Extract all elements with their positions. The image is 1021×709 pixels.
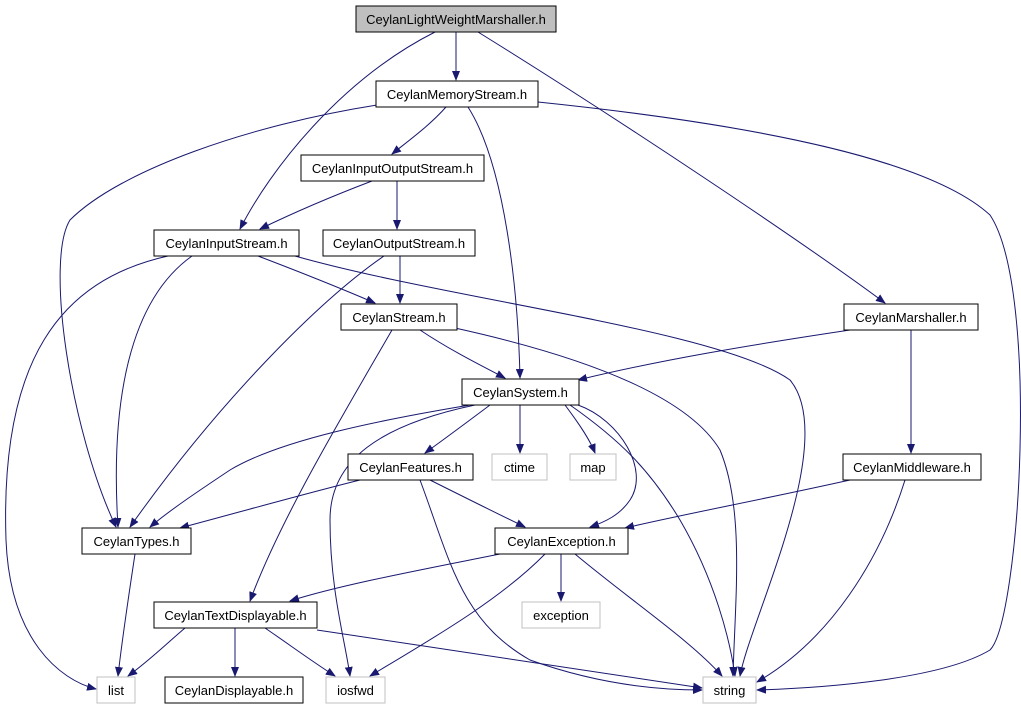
nodes-layer: CeylanLightWeightMarshaller.hCeylanMemor… <box>81 5 982 704</box>
node-iosfwd: iosfwd <box>325 676 386 704</box>
node-box-types <box>81 527 192 555</box>
edge-features-exception <box>429 479 526 528</box>
edge-system-exception <box>577 404 637 528</box>
node-textdisp[interactable]: CeylanTextDisplayable.h <box>153 601 318 629</box>
edge-instream-types <box>113 255 193 528</box>
edges-layer <box>5 31 1021 694</box>
node-label-outstream: CeylanOutputStream.h <box>333 236 465 251</box>
edge-stream-string <box>454 327 738 677</box>
node-box-features <box>347 453 474 481</box>
node-label-displayable: CeylanDisplayable.h <box>175 683 294 698</box>
node-middleware[interactable]: CeylanMiddleware.h <box>842 453 982 481</box>
edge-features-types <box>179 479 361 530</box>
node-label-textdisp: CeylanTextDisplayable.h <box>164 608 306 623</box>
node-label-marshaller: CeylanMarshaller.h <box>855 310 966 325</box>
edge-stream-textdisp <box>249 329 393 602</box>
node-box-textdisp <box>153 601 318 629</box>
node-features[interactable]: CeylanFeatures.h <box>347 453 474 481</box>
node-box-middleware <box>842 453 982 481</box>
edge-system-features <box>424 404 491 454</box>
node-label-string: string <box>714 683 746 698</box>
node-ctime: ctime <box>491 453 548 481</box>
edge-stream-system <box>419 329 506 379</box>
node-label-stream: CeylanStream.h <box>352 310 445 325</box>
node-exception[interactable]: CeylanException.h <box>494 527 629 555</box>
node-label-iostream: CeylanInputOutputStream.h <box>312 161 473 176</box>
edge-textdisp-string <box>316 629 703 691</box>
node-label-memstream: CeylanMemoryStream.h <box>387 87 527 102</box>
edge-system-map <box>564 404 596 454</box>
node-label-stdexception: exception <box>533 608 589 623</box>
node-types[interactable]: CeylanTypes.h <box>81 527 192 555</box>
edge-system-types <box>149 404 471 528</box>
node-box-stream <box>340 303 458 331</box>
node-list: list <box>96 676 136 704</box>
node-label-list: list <box>108 683 124 698</box>
node-box-ctime <box>491 453 548 481</box>
node-box-system <box>461 378 580 406</box>
node-memstream[interactable]: CeylanMemoryStream.h <box>375 80 539 108</box>
edge-features-string <box>419 479 703 694</box>
node-instream[interactable]: CeylanInputStream.h <box>153 229 300 257</box>
edge-middleware-string <box>756 479 906 683</box>
edge-outstream-types <box>129 255 385 528</box>
node-box-memstream <box>375 80 539 108</box>
node-box-instream <box>153 229 300 257</box>
node-box-iostream <box>300 154 485 182</box>
node-displayable[interactable]: CeylanDisplayable.h <box>164 676 304 704</box>
node-outstream[interactable]: CeylanOutputStream.h <box>322 229 476 257</box>
node-label-instream: CeylanInputStream.h <box>165 236 287 251</box>
node-box-marshaller <box>843 303 979 331</box>
node-box-string <box>702 676 757 704</box>
node-map: map <box>569 453 617 481</box>
node-root[interactable]: CeylanLightWeightMarshaller.h <box>355 5 557 33</box>
edge-textdisp-iosfwd <box>264 627 336 677</box>
edge-memstream-string <box>537 101 1021 694</box>
node-label-map: map <box>580 460 605 475</box>
node-system[interactable]: CeylanSystem.h <box>461 378 580 406</box>
edge-exception-iosfwd <box>369 553 546 677</box>
node-box-root <box>355 5 557 33</box>
node-string: string <box>702 676 757 704</box>
edge-root-marshaller <box>477 31 886 304</box>
node-box-iosfwd <box>325 676 386 704</box>
node-box-displayable <box>164 676 304 704</box>
node-stdexception: exception <box>521 601 601 629</box>
edge-iostream-instream <box>259 180 373 230</box>
edge-memstream-types <box>59 104 378 528</box>
node-label-middleware: CeylanMiddleware.h <box>853 460 971 475</box>
node-box-stdexception <box>521 601 601 629</box>
edge-exception-string <box>574 553 723 677</box>
edge-root-instream <box>239 31 436 230</box>
edge-textdisp-list <box>127 627 186 677</box>
edge-system-string <box>569 404 738 677</box>
node-label-exception: CeylanException.h <box>507 534 615 549</box>
edge-marshaller-system <box>577 329 851 382</box>
node-box-map <box>569 453 617 481</box>
edge-instream-string <box>294 255 806 677</box>
edge-memstream-system <box>467 106 524 379</box>
edge-instream-list <box>5 255 169 691</box>
node-label-iosfwd: iosfwd <box>337 683 374 698</box>
node-box-outstream <box>322 229 476 257</box>
edge-types-list <box>115 553 136 677</box>
edge-exception-textdisp <box>289 553 501 603</box>
node-label-root: CeylanLightWeightMarshaller.h <box>366 12 546 27</box>
edge-instream-stream <box>257 255 376 304</box>
node-box-exception <box>494 527 629 555</box>
node-label-system: CeylanSystem.h <box>473 385 568 400</box>
edge-system-iosfwd <box>329 404 476 677</box>
node-stream[interactable]: CeylanStream.h <box>340 303 458 331</box>
node-label-types: CeylanTypes.h <box>94 534 180 549</box>
node-iostream[interactable]: CeylanInputOutputStream.h <box>300 154 485 182</box>
node-label-ctime: ctime <box>504 460 535 475</box>
node-box-list <box>96 676 136 704</box>
edge-memstream-iostream <box>391 106 447 155</box>
node-marshaller[interactable]: CeylanMarshaller.h <box>843 303 979 331</box>
edge-middleware-exception <box>624 479 851 530</box>
node-label-features: CeylanFeatures.h <box>359 460 462 475</box>
